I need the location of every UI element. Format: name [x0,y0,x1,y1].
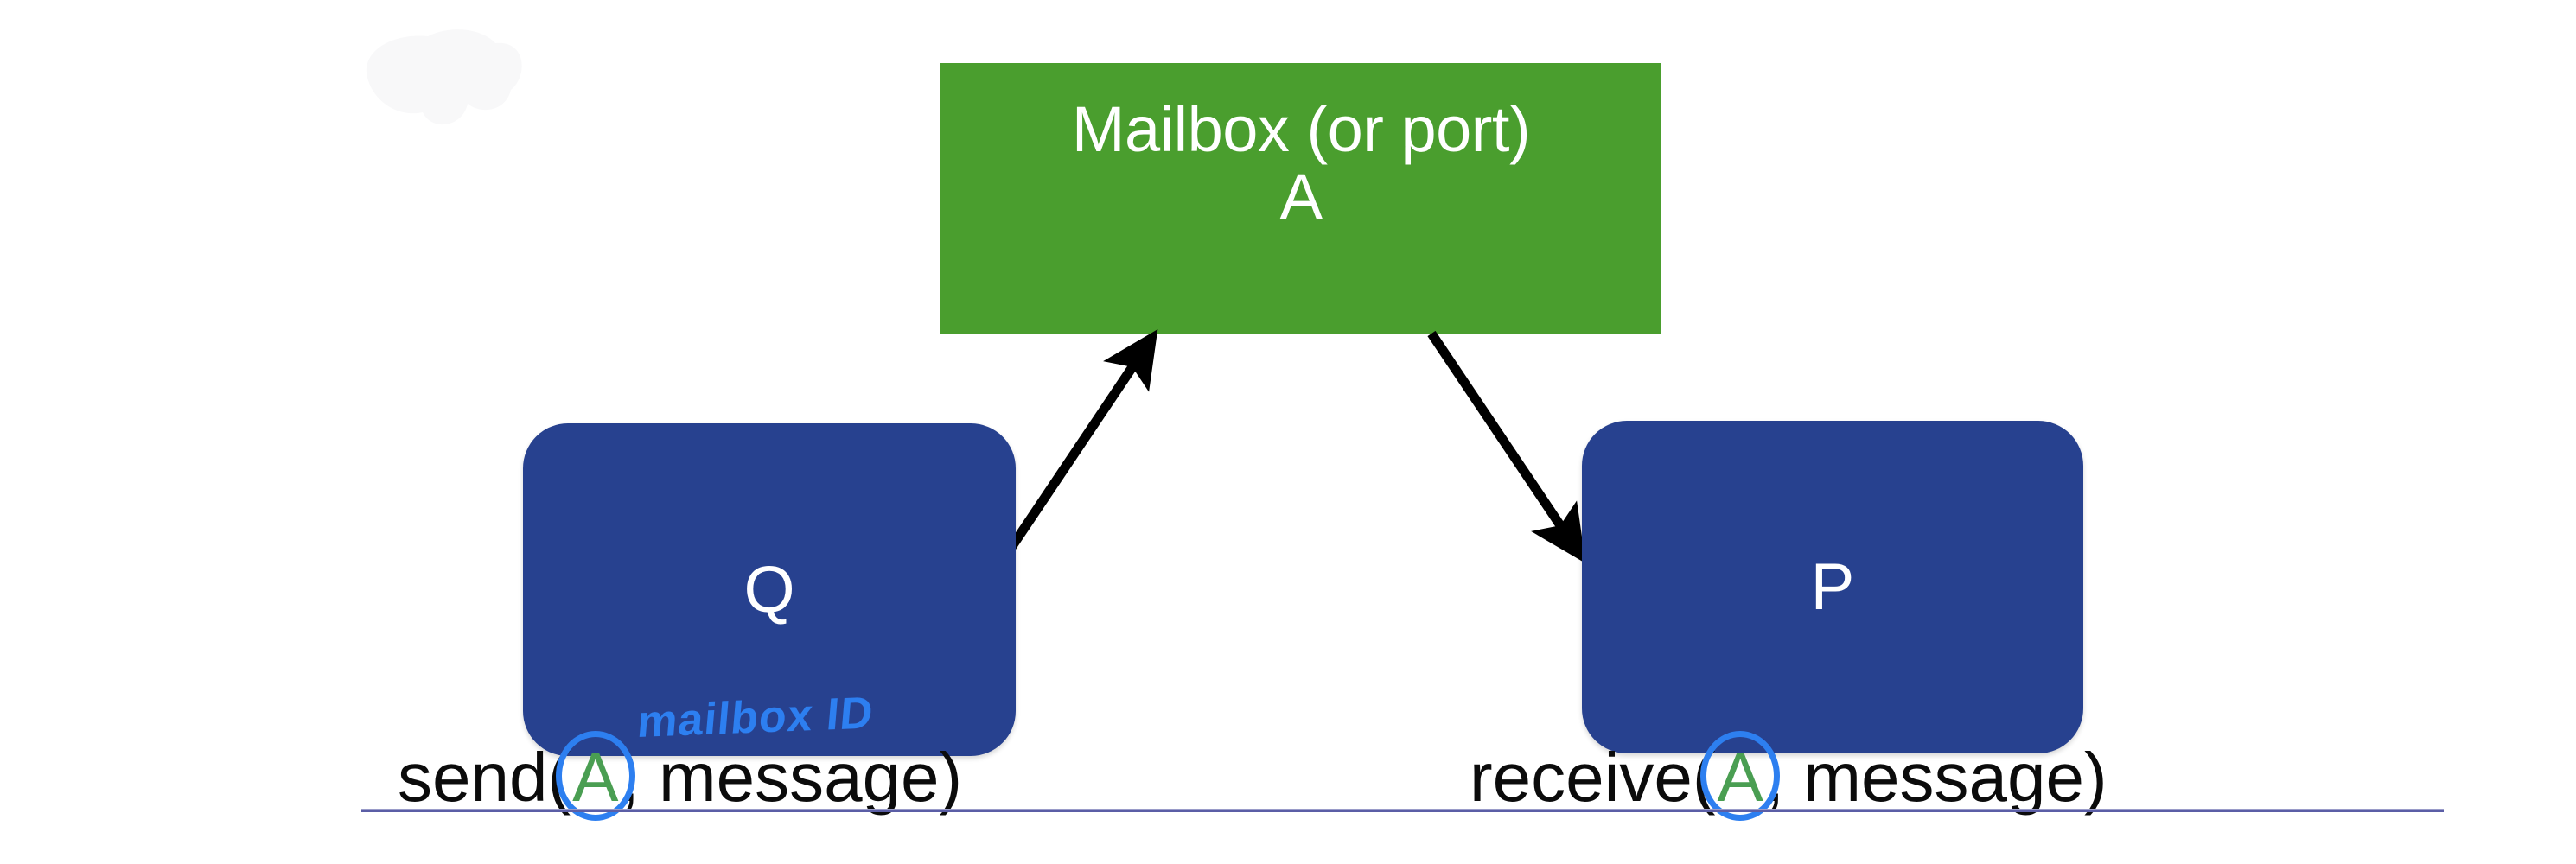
caption-send-argument-text: A [572,739,619,816]
arrow-mailbox-to-p [1427,330,1586,563]
bottom-divider-rule [361,809,2444,812]
caption-receive-argument: A [1700,731,1781,821]
mailbox-node: Mailbox (or port) A [940,63,1661,334]
process-label-p: P [1810,550,1855,624]
process-node-p: P [1582,421,2083,753]
caption-receive-suffix: , message) [1764,739,2107,816]
caption-receive: receive(A, message) [1470,731,2107,821]
caption-send: send(A, message) [398,731,962,821]
mailbox-title-line-2: A [1279,161,1323,233]
caption-send-suffix: , message) [620,739,963,816]
mailbox-title-line-1: Mailbox (or port) [1071,93,1531,165]
process-node-q: Q [523,423,1016,756]
caption-receive-prefix: receive( [1470,739,1716,816]
caption-receive-argument-text: A [1717,739,1763,816]
arrow-q-to-mailbox [999,329,1158,562]
handwritten-annotation-mailbox-id: mailbox ID [635,688,876,747]
caption-send-prefix: send( [398,739,571,816]
process-label-q: Q [743,552,795,626]
faint-smudge-watermark [366,29,522,125]
caption-send-argument: A [555,731,635,821]
